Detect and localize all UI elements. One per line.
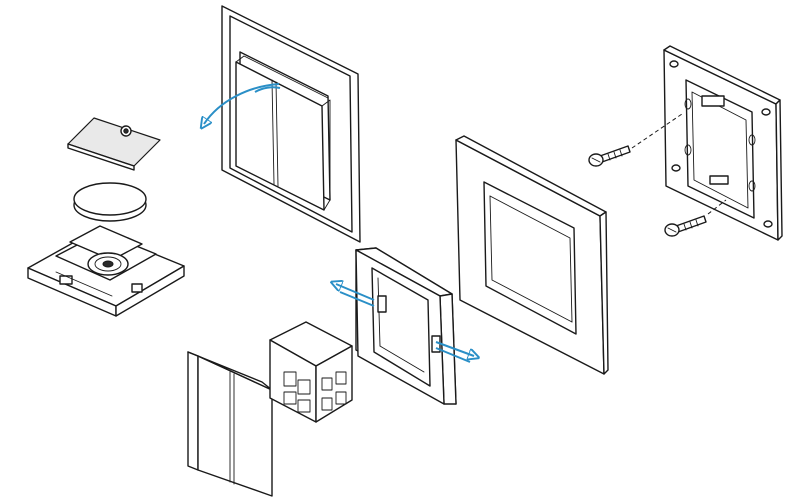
screws [588, 113, 727, 237]
screw-lower [664, 199, 727, 237]
cover-frame [455, 135, 609, 375]
screw-upper [588, 113, 683, 167]
slide-left-arrow [336, 284, 375, 307]
insert-module [269, 321, 353, 423]
slide-right-arrow [435, 341, 474, 363]
intermediate-frame [355, 247, 457, 405]
battery-cover [67, 117, 161, 171]
rotate-arrow [204, 83, 281, 124]
switch-assembled-front [221, 5, 361, 243]
coin-battery [73, 182, 147, 222]
transmitter-module [27, 225, 185, 317]
mounting-plate [663, 45, 783, 241]
double-rocker [187, 351, 273, 497]
